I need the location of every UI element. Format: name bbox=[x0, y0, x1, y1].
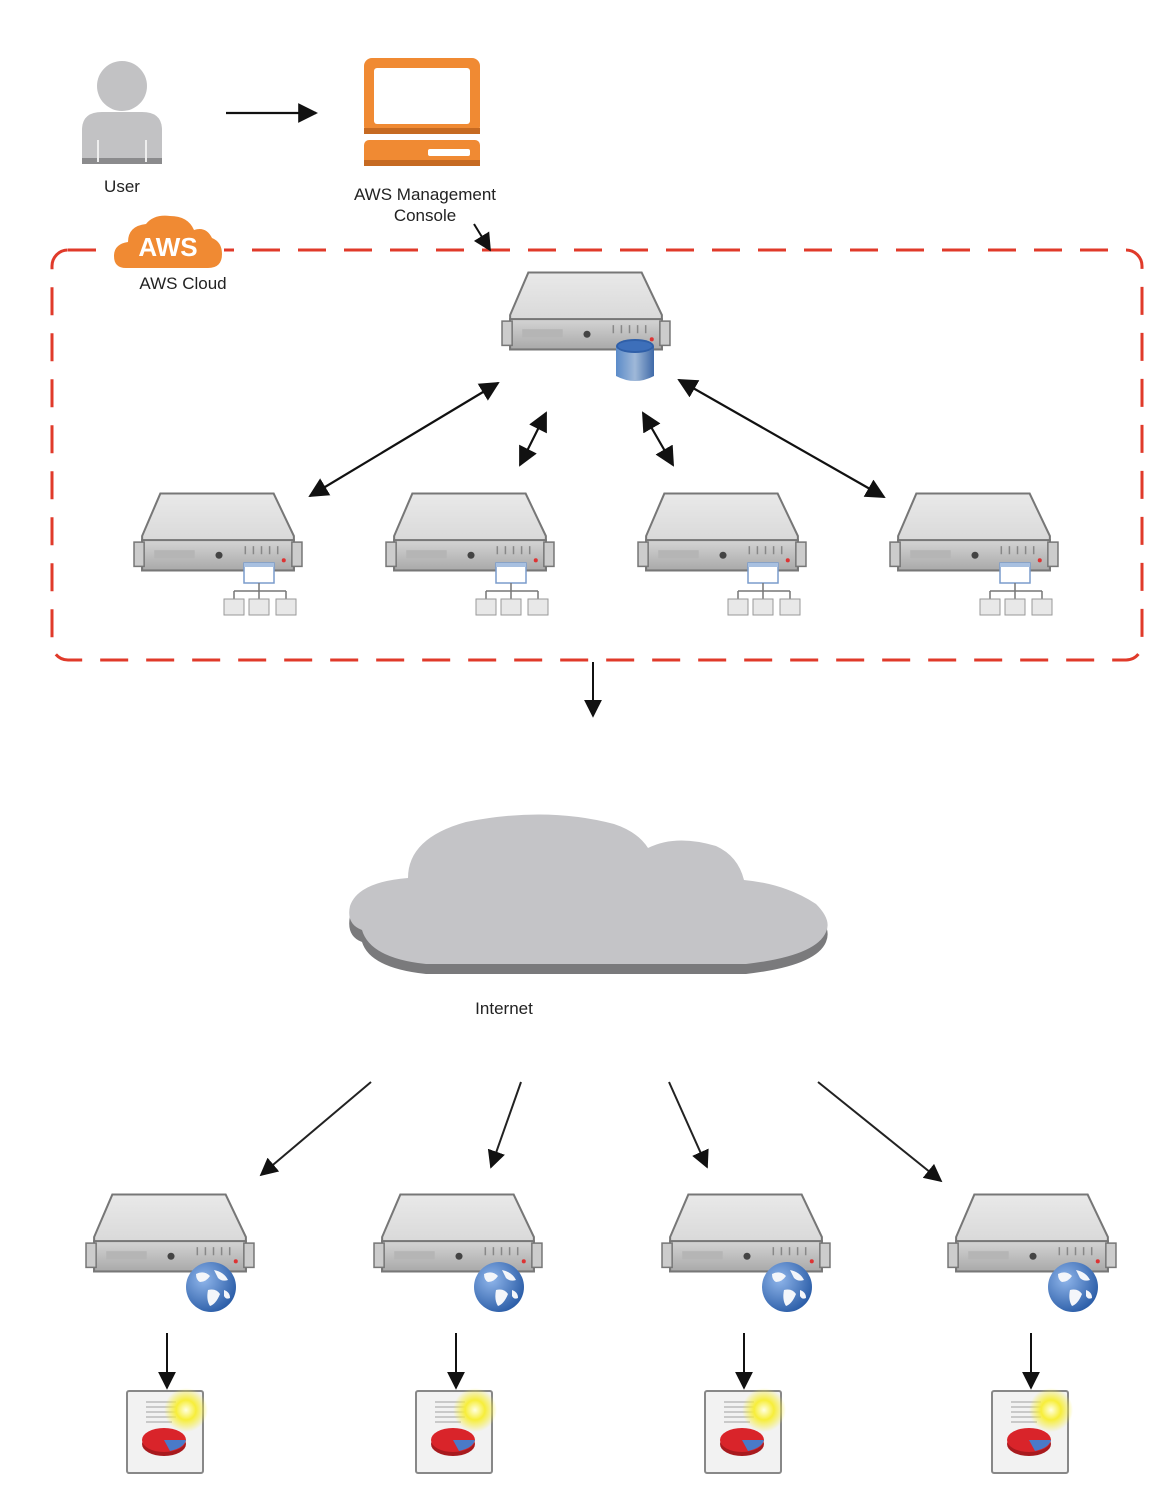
internet-cloud-icon bbox=[349, 814, 828, 974]
aws-cloud-boundary bbox=[50, 248, 1144, 662]
report-icon bbox=[126, 1388, 208, 1474]
arrow-internet-web-3 bbox=[668, 1081, 709, 1169]
globe-icon bbox=[186, 1262, 236, 1312]
aws-badge-text: AWS bbox=[138, 232, 198, 262]
worker-server-1 bbox=[132, 487, 312, 622]
monitor-icon bbox=[364, 58, 480, 166]
report-4 bbox=[989, 1388, 1083, 1478]
web-server-1 bbox=[84, 1188, 264, 1318]
globe-icon bbox=[1048, 1262, 1098, 1312]
aws-cloud-label: AWS Cloud bbox=[139, 274, 227, 293]
web-server-2 bbox=[372, 1188, 552, 1318]
network-icon bbox=[475, 562, 549, 616]
internet-node bbox=[346, 812, 832, 988]
database-icon bbox=[616, 339, 654, 381]
user-icon bbox=[82, 61, 162, 164]
web-server-4 bbox=[946, 1188, 1126, 1318]
report-1 bbox=[124, 1388, 218, 1478]
console-label-line2: Console bbox=[393, 206, 457, 225]
globe-icon bbox=[474, 1262, 524, 1312]
worker-server-3 bbox=[636, 487, 816, 622]
master-server-node bbox=[500, 266, 680, 390]
worker-server-4 bbox=[888, 487, 1068, 622]
arrow-master-worker-4 bbox=[677, 379, 886, 498]
console-label-line1: AWS Management bbox=[353, 185, 497, 204]
user-label: User bbox=[104, 177, 140, 196]
user-node bbox=[78, 58, 168, 168]
internet-label: Internet bbox=[475, 999, 533, 1018]
console-node bbox=[360, 56, 484, 170]
arrow-master-worker-1 bbox=[308, 381, 500, 498]
report-3 bbox=[702, 1388, 796, 1478]
arrow-master-worker-3 bbox=[642, 411, 674, 467]
network-icon bbox=[223, 562, 297, 616]
web-server-3 bbox=[660, 1188, 840, 1318]
report-icon bbox=[415, 1388, 497, 1474]
console-label: AWS Management Console bbox=[320, 184, 530, 226]
report-2 bbox=[413, 1388, 507, 1478]
report-icon bbox=[704, 1388, 786, 1474]
arrow-console-to-cloud bbox=[473, 223, 491, 252]
report-icon bbox=[991, 1388, 1073, 1474]
arrow-internet-web-2 bbox=[487, 1081, 522, 1169]
aws-cloud-icon bbox=[114, 215, 222, 268]
worker-server-2 bbox=[384, 487, 564, 622]
globe-icon bbox=[762, 1262, 812, 1312]
network-icon bbox=[727, 562, 801, 616]
arrow-internet-web-4 bbox=[817, 1081, 943, 1183]
aws-cloud-badge: AWS bbox=[112, 212, 224, 270]
arrow-internet-web-1 bbox=[259, 1081, 372, 1177]
arrow-master-worker-2 bbox=[519, 411, 547, 467]
network-icon bbox=[979, 562, 1053, 616]
